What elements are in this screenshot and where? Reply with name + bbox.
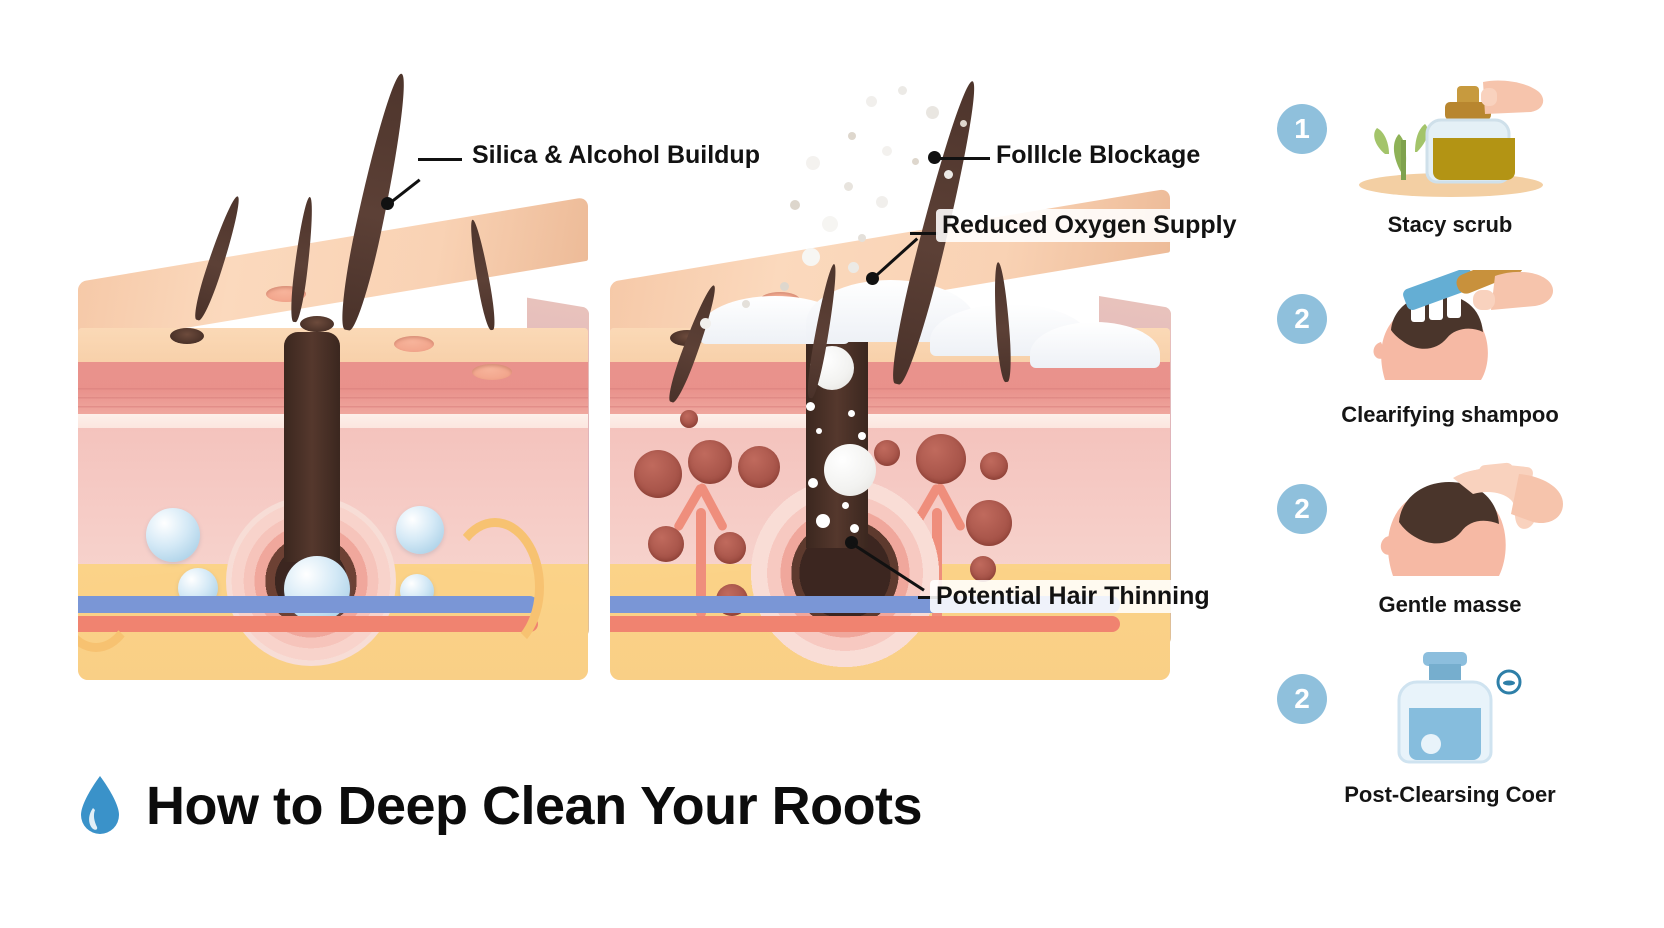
hair-follicle-shaft (284, 332, 340, 562)
step-label: Stacy scrub (1387, 212, 1513, 237)
moisture-bead (146, 508, 200, 562)
steps-sidebar: 1 Stacy scrub 2 (1255, 72, 1655, 832)
sebaceous-gland (874, 440, 900, 466)
nerve-fiber (78, 524, 140, 652)
step-item[interactable]: 1 Stacy scrub (1255, 72, 1655, 262)
step-badge: 2 (1277, 484, 1327, 534)
follicle-opening (300, 316, 334, 332)
sebaceous-gland (916, 434, 966, 484)
surface-buildup-mound (1030, 322, 1160, 368)
sebaceous-gland (648, 526, 684, 562)
callout-label: Silica & Alcohol Buildup (466, 139, 766, 172)
buildup-flake (806, 402, 815, 411)
buildup-flake (858, 432, 866, 440)
skin-cross-section (610, 328, 1170, 680)
page-title: How to Deep Clean Your Roots (146, 776, 923, 836)
buildup-flake (816, 514, 830, 528)
affected-scalp-panel (610, 188, 1171, 682)
page-title-row: How to Deep Clean Your Roots (78, 775, 923, 837)
artery-vessel (610, 616, 1120, 632)
callout-label: Potential Hair Thinning (930, 580, 1216, 613)
step-label: Clearifying shampoo (1341, 402, 1559, 427)
callout-leader-line (418, 158, 462, 161)
capillary-branch (696, 508, 706, 618)
head-massage-icon (1333, 460, 1583, 578)
buildup-flake (848, 410, 855, 417)
callout-leader-line (910, 232, 938, 235)
callout-anchor-dot (928, 151, 941, 164)
toner-bottle-icon (1333, 650, 1583, 768)
skin-cross-section (78, 328, 588, 680)
nerve-fiber (446, 518, 544, 656)
step-label: Post-Clearsing Coer (1344, 782, 1556, 807)
artery-vessel (78, 616, 538, 632)
sebaceous-gland (970, 556, 996, 582)
basal-layer (610, 414, 1170, 432)
follicle-opening (170, 328, 204, 344)
step-item[interactable]: 2 Clearifying shampoo (1255, 254, 1655, 452)
scalp-brush-icon (1333, 254, 1583, 388)
step-label: Gentle masse (1378, 592, 1522, 617)
step-badge: 1 (1277, 104, 1327, 154)
vein-vessel (78, 596, 538, 613)
callout-label: Folllcle Blockage (990, 139, 1207, 172)
callout-leader-line (938, 157, 990, 160)
sebaceous-gland (980, 452, 1008, 480)
buildup-flake (850, 524, 859, 533)
step-badge: 2 (1277, 294, 1327, 344)
callout-leader-line (387, 178, 421, 206)
buildup-flake (808, 478, 818, 488)
buildup-flake (816, 428, 822, 434)
healthy-scalp-panel (78, 196, 589, 682)
buildup-flake (842, 502, 849, 509)
sebaceous-gland (738, 446, 780, 488)
step-badge: 2 (1277, 674, 1327, 724)
callout-label: Reduced Oxygen Supply (936, 209, 1243, 242)
step-item[interactable]: 2 Post-Clearsing Coer (1255, 642, 1655, 832)
sebaceous-gland (634, 450, 682, 498)
water-drop-icon (81, 776, 119, 834)
sebaceous-gland (688, 440, 732, 484)
skin-pore (472, 364, 512, 380)
sebaceous-gland (680, 410, 698, 428)
sebaceous-gland (714, 532, 746, 564)
step-item[interactable]: 2 Gentle masse (1255, 452, 1655, 642)
moisture-bead (396, 506, 444, 554)
buildup-clump (824, 444, 876, 496)
sebaceous-gland (966, 500, 1012, 546)
skin-pore (394, 336, 434, 352)
dermis-striations (610, 388, 1170, 418)
oil-bottle-plant-icon (1333, 80, 1583, 198)
